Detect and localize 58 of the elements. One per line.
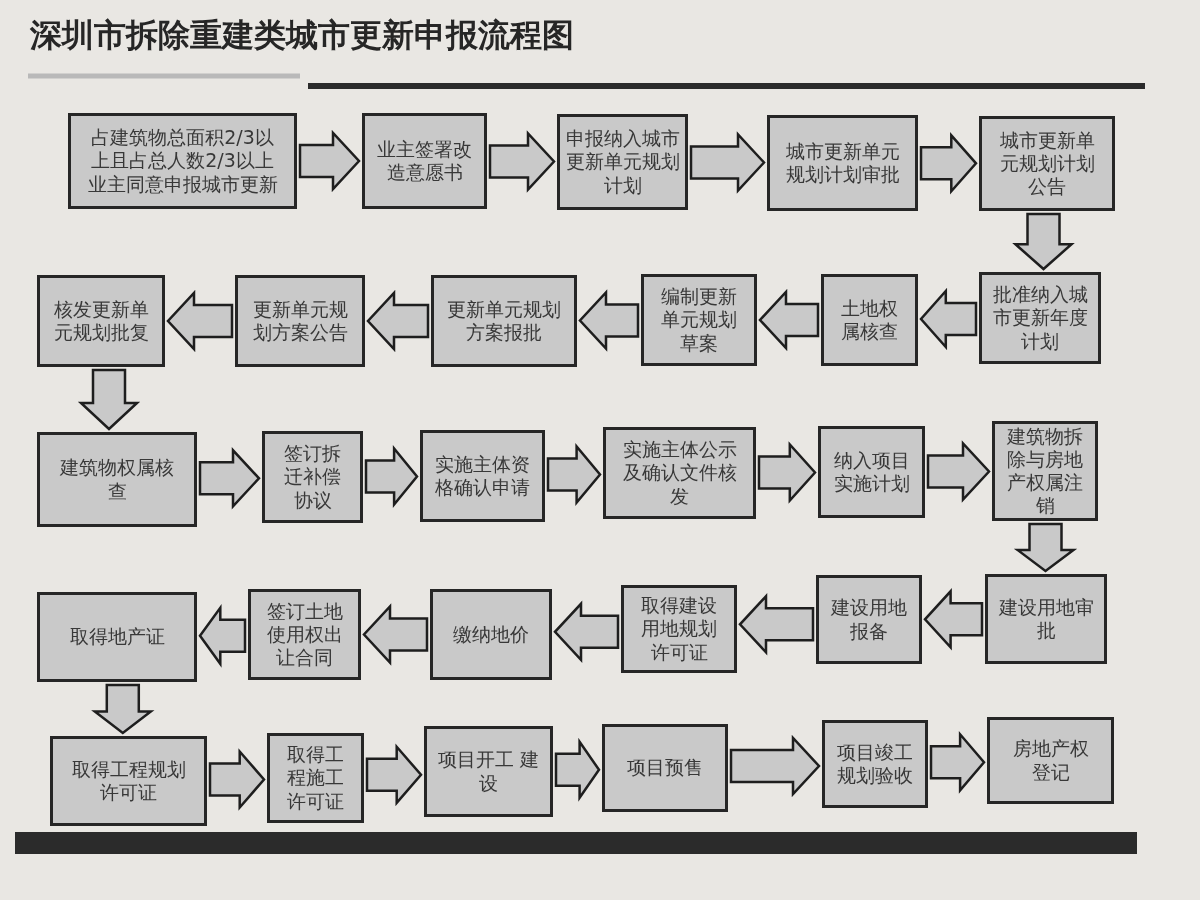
process-box: 核发更新单元规划批复 — [37, 275, 165, 367]
block-arrow — [1012, 212, 1075, 271]
process-box: 申报纳入城市更新单元规划计划 — [557, 114, 688, 210]
process-box: 签订土地使用权出让合同 — [248, 589, 361, 680]
block-arrow — [758, 288, 820, 352]
block-arrow — [729, 734, 821, 798]
process-box: 业主签署改造意愿书 — [362, 113, 487, 209]
block-arrow — [298, 129, 361, 193]
process-box: 更新单元规划方案公告 — [235, 275, 365, 367]
process-box: 城市更新单元规划计划审批 — [767, 115, 918, 211]
process-box: 项目竣工规划验收 — [822, 720, 928, 808]
process-box: 缴纳地价 — [430, 589, 552, 680]
block-arrow — [198, 603, 247, 668]
process-box: 城市更新单元规划计划公告 — [979, 116, 1115, 211]
process-box: 纳入项目实施计划 — [818, 426, 925, 518]
block-arrow — [929, 730, 986, 794]
block-arrow — [208, 748, 266, 811]
block-arrow — [578, 289, 640, 352]
process-box: 建筑物拆除与房地产权属注销 — [992, 421, 1098, 521]
block-arrow — [919, 287, 978, 351]
process-box: 建设用地审批 — [985, 574, 1107, 664]
block-arrow — [554, 737, 601, 802]
process-box: 签订拆迁补偿协议 — [262, 431, 363, 523]
process-box: 更新单元规划方案报批 — [431, 275, 577, 367]
process-box: 批准纳入城市更新年度计划 — [979, 272, 1101, 364]
block-arrow — [738, 593, 815, 656]
block-arrow — [926, 440, 991, 503]
process-box: 占建筑物总面积2/3以上且占总人数2/3以上业主同意申报城市更新 — [68, 113, 297, 209]
process-box: 取得建设用地规划许可证 — [621, 585, 737, 673]
block-arrow — [919, 132, 978, 195]
process-box: 实施主体资格确认申请 — [420, 430, 545, 522]
block-arrow — [166, 289, 234, 353]
block-arrow — [91, 683, 155, 735]
process-box: 取得工程规划许可证 — [50, 736, 207, 826]
block-arrow — [757, 441, 817, 504]
process-box: 实施主体公示及确认文件核发 — [603, 427, 756, 519]
process-box: 建筑物权属核查 — [37, 432, 197, 527]
block-arrow — [1013, 522, 1078, 573]
process-box: 取得工程施工许可证 — [267, 733, 364, 823]
block-arrow — [488, 130, 556, 193]
block-arrow — [364, 445, 419, 508]
block-arrow — [365, 743, 423, 807]
process-box: 项目开工 建设 — [424, 726, 553, 817]
process-box: 建设用地报备 — [816, 575, 922, 664]
block-arrow — [362, 603, 429, 666]
block-arrow — [77, 368, 141, 431]
process-box: 项目预售 — [602, 724, 728, 812]
process-box: 房地产权登记 — [987, 717, 1114, 804]
process-box: 土地权属核查 — [821, 274, 918, 366]
block-arrow — [689, 131, 766, 194]
process-box: 取得地产证 — [37, 592, 197, 682]
title: 深圳市拆除重建类城市更新申报流程图 — [30, 16, 574, 55]
block-arrow — [546, 443, 602, 506]
block-arrow — [198, 447, 261, 510]
block-arrow — [366, 289, 430, 353]
block-arrow — [923, 588, 984, 651]
block-arrow — [553, 600, 620, 663]
process-box: 编制更新单元规划草案 — [641, 274, 757, 366]
